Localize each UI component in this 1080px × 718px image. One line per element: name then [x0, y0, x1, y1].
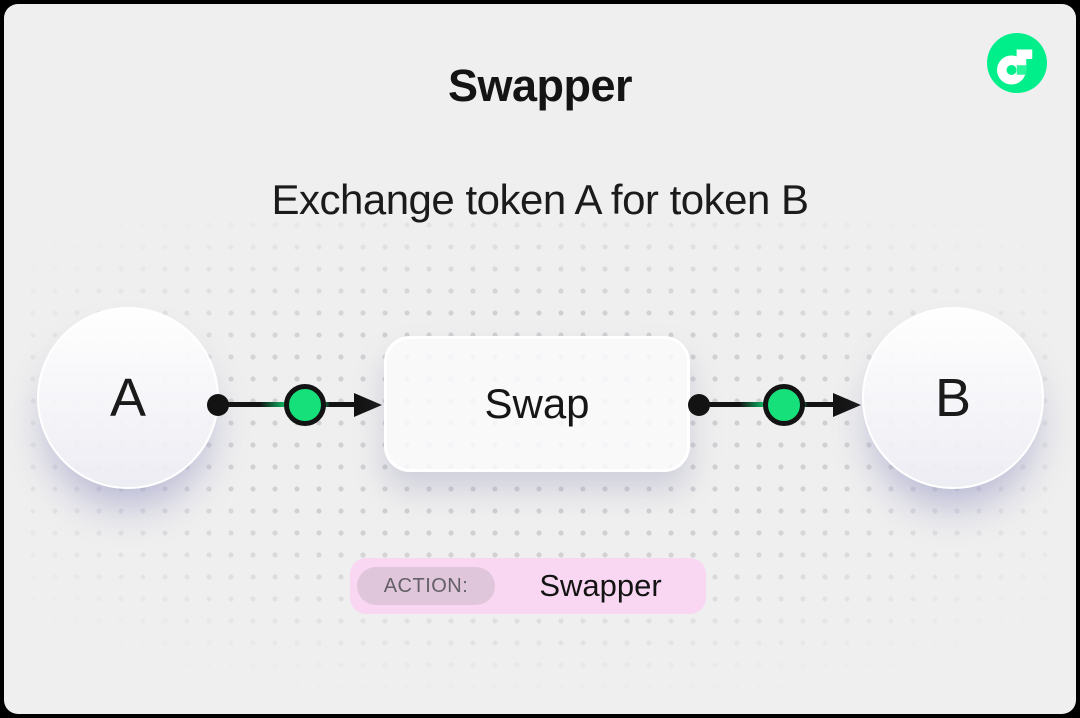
- node-swap-label: Swap: [484, 380, 590, 427]
- edge-b-source-dot: [688, 394, 710, 416]
- page-subtitle: Exchange token A for token B: [271, 176, 809, 223]
- action-badge: ACTION: Swapper: [350, 558, 706, 614]
- node-swap: Swap: [384, 336, 690, 472]
- edge-b-arrowhead-icon: [833, 393, 861, 417]
- edge-a-source-dot: [207, 394, 229, 416]
- node-token-a-label: A: [109, 368, 147, 428]
- edge-a-arrowhead-icon: [354, 393, 382, 417]
- action-badge-label: ACTION:: [357, 567, 495, 605]
- flow-logo: [987, 33, 1047, 93]
- edge-b-midpoint-node: [763, 384, 805, 426]
- edge-a-midpoint-node: [284, 384, 326, 426]
- canvas-card: Swapper Exchange token A for token B A S…: [4, 4, 1076, 714]
- node-token-a: A: [37, 307, 219, 489]
- node-token-b-label: B: [934, 368, 972, 428]
- page-title: Swapper: [447, 60, 633, 111]
- node-token-b: B: [862, 307, 1044, 489]
- action-badge-value: Swapper: [539, 568, 662, 603]
- flow-logo-icon: [987, 33, 1047, 93]
